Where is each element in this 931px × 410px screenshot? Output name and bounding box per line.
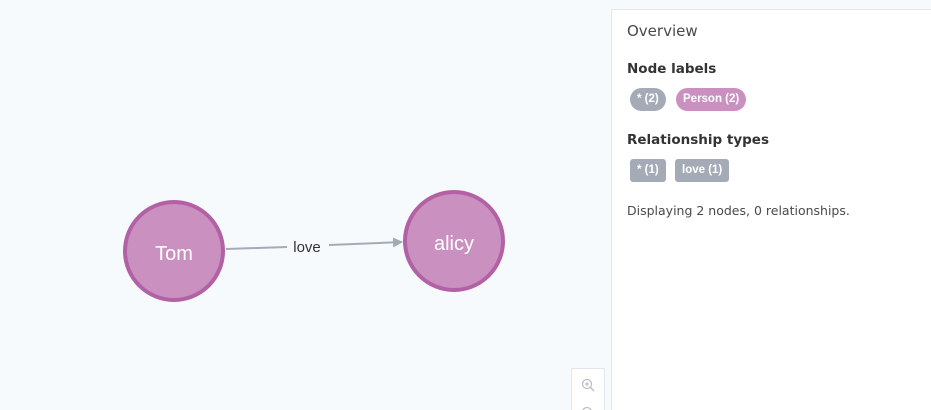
zoom-in-icon	[581, 378, 595, 392]
relationship-line-segment-2[interactable]	[328, 237, 403, 248]
node-circle[interactable]	[403, 190, 505, 292]
node-tom[interactable]: Tom	[123, 200, 225, 302]
node-caption[interactable]: alicy	[434, 233, 474, 255]
node-label-pill-person[interactable]: Person (2)	[676, 88, 747, 111]
zoom-out-button[interactable]	[572, 399, 604, 410]
relationship-type-badge-all[interactable]: * (1)	[630, 159, 666, 182]
relationship-label[interactable]: love	[293, 239, 321, 256]
node-circle[interactable]	[123, 200, 225, 302]
node-labels-heading: Node labels	[627, 61, 717, 77]
zoom-controls	[571, 368, 605, 410]
relationship-type-badge-love[interactable]: love (1)	[675, 159, 730, 182]
overview-panel: Overview Node labels * (2) Person (2) Re…	[611, 9, 931, 410]
graph-canvas[interactable]: love Tom alicy	[0, 0, 611, 410]
zoom-in-button[interactable]	[572, 371, 604, 399]
relationship-love[interactable]: love	[225, 237, 403, 256]
graph-summary-text: Displaying 2 nodes, 0 relationships.	[627, 203, 850, 218]
node-caption[interactable]: Tom	[155, 243, 193, 265]
node-label-pill-all[interactable]: * (2)	[630, 88, 666, 111]
relationship-line-segment-1[interactable]	[225, 246, 288, 250]
overview-title: Overview	[627, 22, 698, 40]
graph-svg[interactable]: love Tom alicy	[0, 0, 611, 410]
relationship-types-heading: Relationship types	[627, 132, 770, 148]
zoom-out-icon	[582, 406, 592, 410]
node-alicy[interactable]: alicy	[403, 190, 505, 292]
